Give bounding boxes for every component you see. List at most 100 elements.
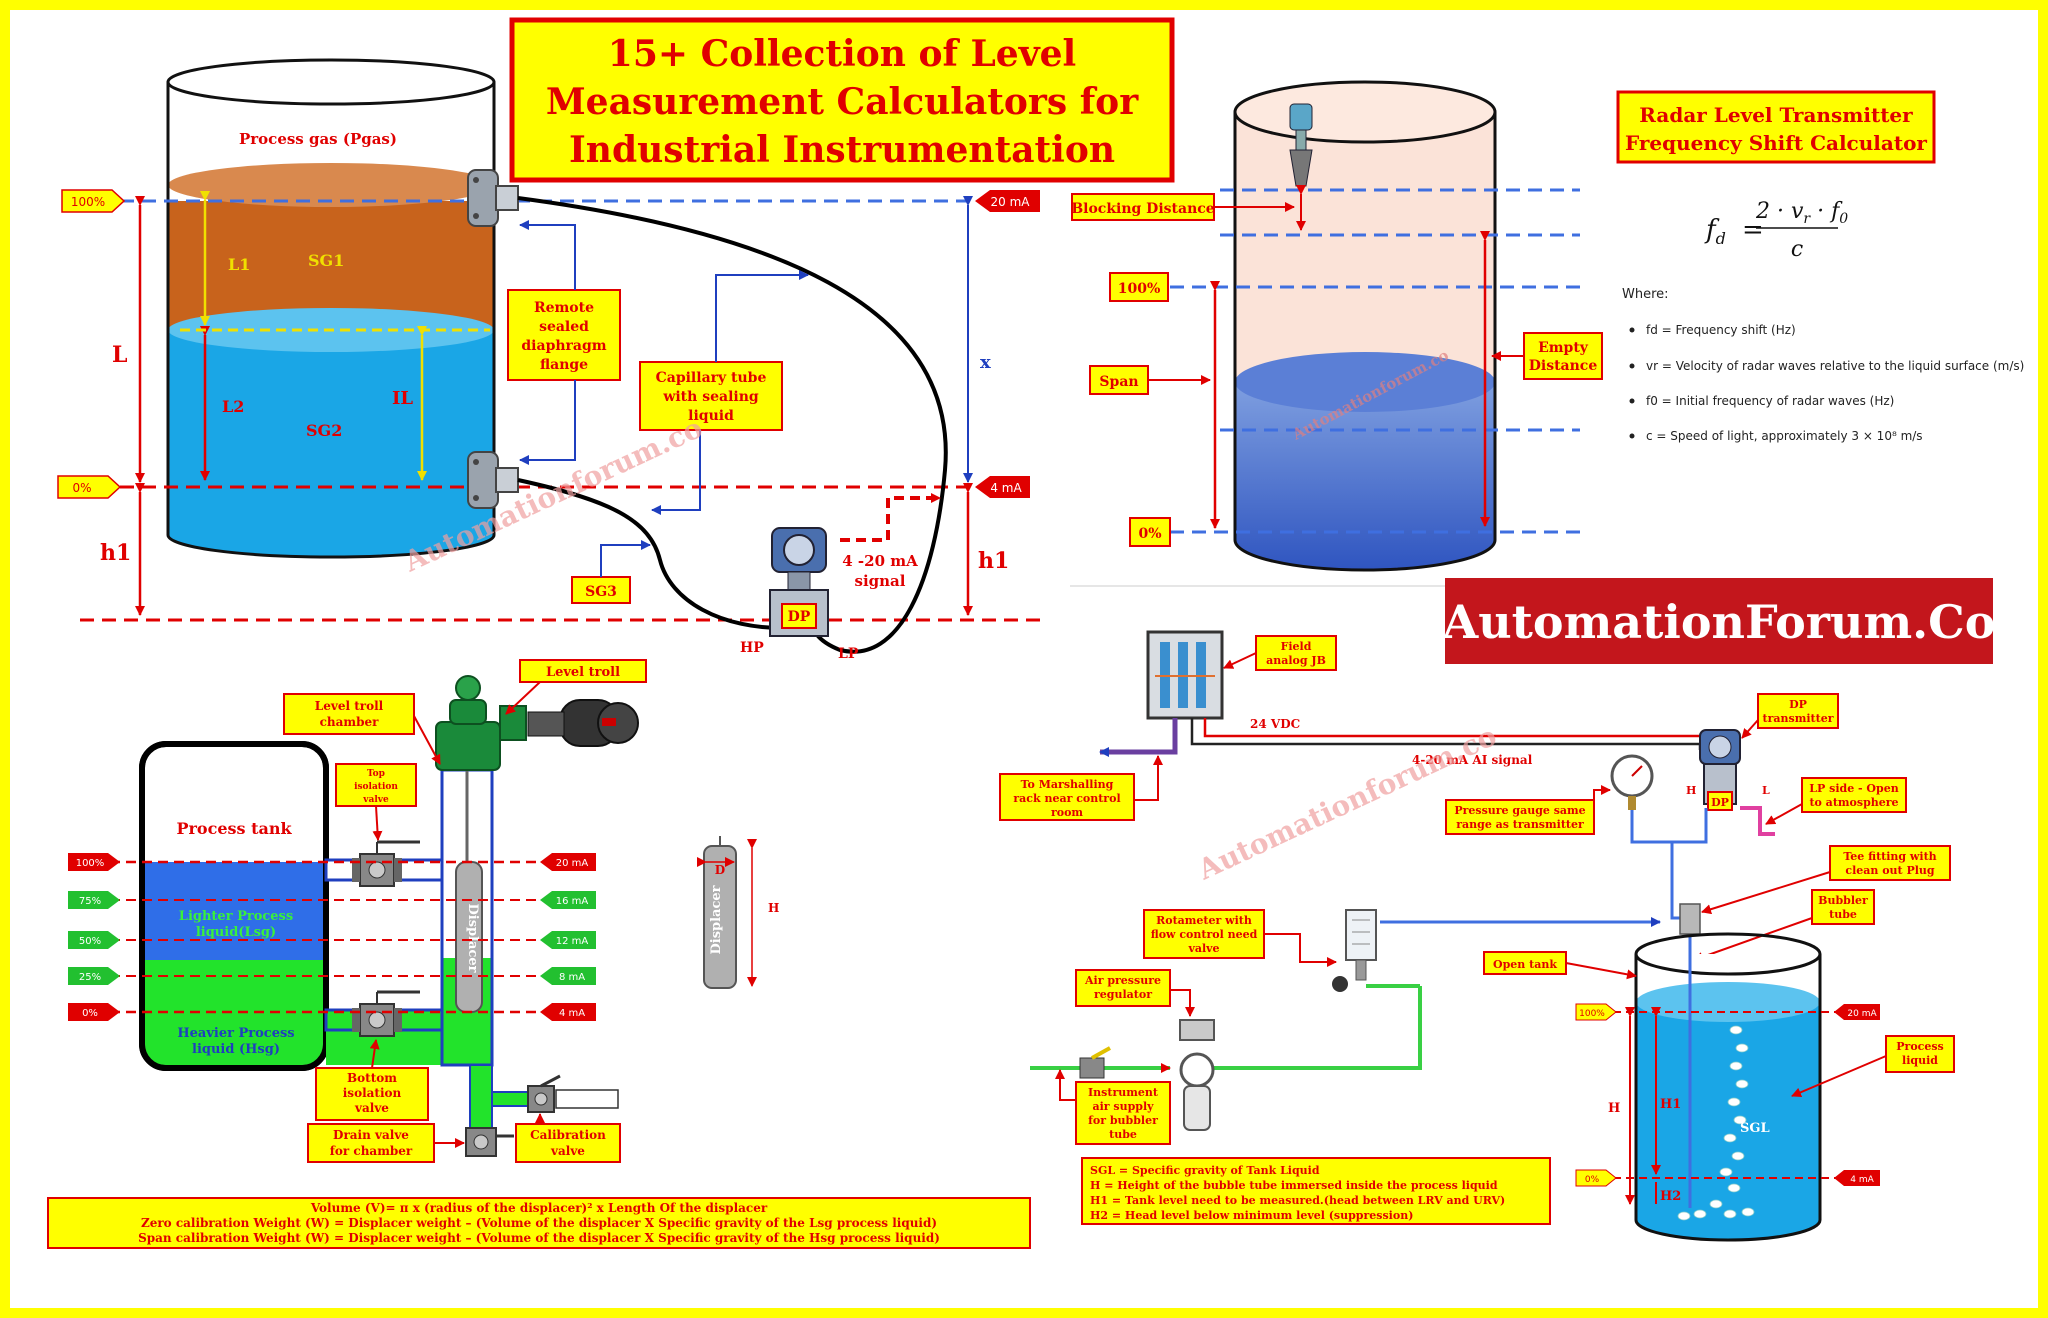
il-label: IL xyxy=(392,388,413,409)
title-line-3: Industrial Instrumentation xyxy=(569,129,1115,171)
dp-text: DP xyxy=(788,609,811,625)
rotameter-icon xyxy=(1332,909,1377,992)
lpopen-1: LP side - Open xyxy=(1809,782,1898,795)
airreg-1: Air pressure xyxy=(1084,974,1161,987)
formula-1: Volume (V)= π x (radius of the displacer… xyxy=(310,1201,768,1215)
air-regulator-icon xyxy=(1179,1019,1215,1131)
signal-2: signal xyxy=(855,572,906,590)
air-reg-label xyxy=(1075,969,1171,1007)
btube-1: Bubbler xyxy=(1818,894,1868,907)
ma20-tag xyxy=(975,190,1040,212)
displacer-panel: Process tank Lighter Process liquid(Lsg)… xyxy=(47,659,1031,1249)
brand-banner: AutomationForum.Co xyxy=(1442,578,1996,664)
process-tank-label: Process tank xyxy=(176,819,292,838)
legend-1: SGL = Specific gravity of Tank Liquid xyxy=(1090,1164,1320,1177)
bubbler-tank-top xyxy=(1634,932,1822,976)
capillary-1: Capillary tube xyxy=(656,370,767,386)
calibration-label xyxy=(515,1123,621,1163)
sg2-label: SG2 xyxy=(306,421,342,440)
lower-flange xyxy=(467,451,519,509)
displacer-chamber-text: Displacer xyxy=(465,903,480,972)
def-2: vr = Velocity of radar waves relative to… xyxy=(1646,359,2024,373)
brand-text: AutomationForum.Co xyxy=(1442,595,1996,649)
dp-tx-label xyxy=(1757,693,1839,729)
lp-open-label xyxy=(1801,777,1907,813)
big-h-label: H xyxy=(1608,1101,1620,1116)
ia-2: air supply xyxy=(1092,1100,1154,1113)
pct100-tag xyxy=(61,189,126,213)
tee-1: Tee fitting with xyxy=(1843,850,1936,863)
bottom-valve-3: valve xyxy=(354,1101,389,1115)
marsh-2: rack near control xyxy=(1013,792,1120,805)
sgl-label: SGL xyxy=(1740,1121,1770,1136)
heavier-1: Heavier Process xyxy=(177,1026,294,1041)
bottom-valve-label xyxy=(315,1067,429,1121)
radar-transmitter xyxy=(1289,103,1313,187)
l2-label: L2 xyxy=(222,397,244,416)
displacer-standalone-text: Displacer xyxy=(709,885,724,954)
pct100-text: 100% xyxy=(71,195,105,209)
lpopen-2: to atmosphere xyxy=(1809,796,1898,809)
top-valve-3: valve xyxy=(362,795,389,805)
blocking-text: Blocking Distance xyxy=(1071,201,1214,217)
disp-ma-4: 4 mA xyxy=(559,1008,585,1019)
radar-tank-top xyxy=(1233,80,1497,144)
bubbler-liquid xyxy=(1636,1002,1820,1240)
span-text: Span xyxy=(1099,374,1138,390)
level-troll-label xyxy=(519,659,647,683)
rota-3: valve xyxy=(1187,942,1219,955)
legend-3: H1 = Tank level need to be measured.(hea… xyxy=(1090,1194,1505,1207)
bottom-valve-1: Bottom xyxy=(347,1071,397,1085)
drain-2: for chamber xyxy=(330,1144,413,1158)
svg-text:=: = xyxy=(1742,215,1764,245)
capillary-lp xyxy=(517,478,791,631)
process-gas-label: Process gas (Pgas) xyxy=(239,130,397,148)
gauge-label xyxy=(1445,799,1595,835)
bub-20ma: 20 mA xyxy=(1847,1009,1877,1019)
capillary-2: with sealing xyxy=(662,389,759,405)
tee-fitting-icon xyxy=(1679,903,1701,935)
bubbler-legend xyxy=(1081,1157,1551,1225)
lighter-1: Lighter Process xyxy=(179,909,293,924)
remote-seal-1: Remote xyxy=(534,300,594,316)
airreg-2: regulator xyxy=(1094,988,1152,1001)
bubbler-h-side: H xyxy=(1686,784,1696,797)
span-label xyxy=(1089,365,1149,395)
bub-4ma: 4 mA xyxy=(1850,1175,1874,1185)
remote-seal-4: flange xyxy=(540,357,588,373)
oil-surface xyxy=(168,163,494,207)
top-valve-2: isolation xyxy=(354,782,398,792)
radar-panel: Blocking Distance 100% Span 0% Empty Dis… xyxy=(1071,80,2024,572)
disp-pct-0: 0% xyxy=(82,1008,98,1019)
pl-2: liquid xyxy=(1902,1054,1938,1067)
ma4-text: 4 mA xyxy=(990,481,1022,495)
ia-4: tube xyxy=(1109,1128,1137,1141)
lp-label: LP xyxy=(838,646,859,662)
marshalling-label xyxy=(999,773,1135,821)
calibration-1: Calibration xyxy=(530,1128,606,1142)
radar-title-1: Radar Level Transmitter xyxy=(1639,103,1913,127)
h2-label: H2 xyxy=(1660,1189,1681,1204)
formula-3: Span calibration Weight (W) = Displacer … xyxy=(138,1231,940,1245)
h-label: H xyxy=(768,901,779,915)
rota-1: Rotameter with xyxy=(1156,914,1252,927)
hp-label: HP xyxy=(740,640,764,656)
bubbler-l-side: L xyxy=(1762,784,1770,797)
disp-ma-16: 16 mA xyxy=(556,896,589,907)
bubbles xyxy=(1677,1025,1755,1221)
ia-1: Instrument xyxy=(1088,1086,1159,1099)
tee-2: clean out Plug xyxy=(1845,864,1935,877)
f-num: 2 · v xyxy=(1755,199,1804,224)
disp-ma-8: 8 mA xyxy=(559,972,585,983)
rota-2: flow control need xyxy=(1151,928,1258,941)
f-lhs-sub: d xyxy=(1716,229,1726,248)
dp-level-panel: Process gas (Pgas) L1 SG1 L2 SG2 IL L h1… xyxy=(57,58,1040,662)
jb-1: Field xyxy=(1281,640,1312,653)
water-layer xyxy=(168,330,494,557)
l1-label: L1 xyxy=(228,255,250,274)
remote-seal-3: diaphragm xyxy=(521,338,606,354)
sg1-label: SG1 xyxy=(308,251,344,270)
remote-seal-label xyxy=(507,289,621,381)
